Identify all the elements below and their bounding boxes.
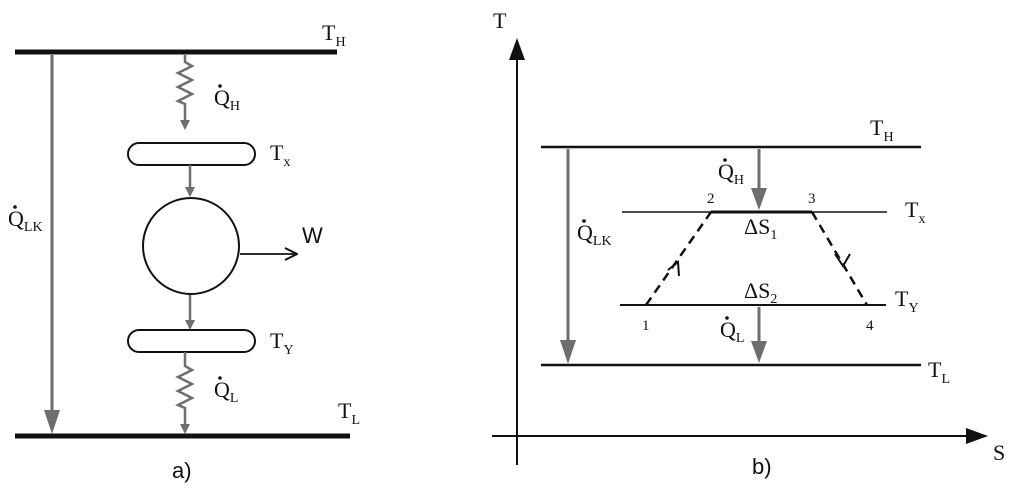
- exchanger-y: [127, 329, 256, 353]
- state-point-4: 4: [866, 318, 874, 334]
- cold-reservoir-label: TL: [338, 398, 360, 428]
- b-heat-leak-label: QLK: [577, 219, 612, 249]
- svg-text:QL: QL: [214, 377, 238, 406]
- process-1-2-arrow: [667, 260, 680, 277]
- cold-resistor: [175, 352, 195, 434]
- state-point-1: 1: [642, 318, 650, 334]
- process-3-4: [810, 211, 869, 306]
- process-1-2: [644, 211, 713, 306]
- process-3-4-arrow: [834, 253, 851, 268]
- engine-circle: [142, 197, 240, 295]
- level-th-label: TH: [870, 115, 894, 145]
- panel-b-caption: b): [752, 454, 772, 479]
- level-ty-label: TY: [895, 286, 919, 316]
- b-heat-in-label: QH: [718, 158, 744, 188]
- svg-text:QH: QH: [718, 159, 744, 188]
- entropy-axis-label: S: [993, 440, 1005, 465]
- exchanger-x: [127, 142, 256, 166]
- hot-resistor: [175, 55, 195, 130]
- b-heat-in-arrowhead: [751, 188, 767, 210]
- panel-a-caption: a): [172, 458, 192, 483]
- panel-a: TH TL QH QL QLK Tx TY W a): [8, 20, 360, 483]
- heat-leak-arrowhead: [44, 410, 60, 434]
- svg-text:QH: QH: [214, 85, 240, 114]
- state-point-2: 2: [707, 191, 715, 207]
- b-heat-leak-arrowhead: [560, 340, 576, 364]
- temperature-axis-arrowhead: [509, 38, 525, 60]
- temperature-axis-label: T: [493, 8, 507, 33]
- work-label: W: [302, 223, 323, 248]
- b-heat-out-label: QL: [720, 316, 744, 346]
- heat-out-label: QL: [214, 376, 238, 406]
- level-tx-label: Tx: [905, 197, 925, 227]
- svg-text:QL: QL: [720, 317, 744, 346]
- b-heat-out-arrowhead: [751, 341, 767, 363]
- heat-in-label: QH: [214, 84, 240, 114]
- heat-leak-label: QLK: [8, 205, 43, 235]
- entropy-change-2: ΔS2: [744, 278, 777, 307]
- svg-text:QLK: QLK: [577, 220, 612, 249]
- entropy-change-1: ΔS1: [744, 214, 777, 243]
- level-tl-label: TL: [928, 357, 950, 387]
- hot-reservoir-label: TH: [322, 20, 346, 50]
- state-point-3: 3: [808, 191, 816, 207]
- panel-b: T S 1 2 3 4 TH Tx TY TL: [492, 8, 1005, 479]
- exchanger-x-label: Tx: [270, 140, 290, 170]
- exchanger-y-label: TY: [270, 328, 294, 358]
- svg-text:QLK: QLK: [8, 206, 43, 235]
- entropy-axis-arrowhead: [966, 428, 988, 444]
